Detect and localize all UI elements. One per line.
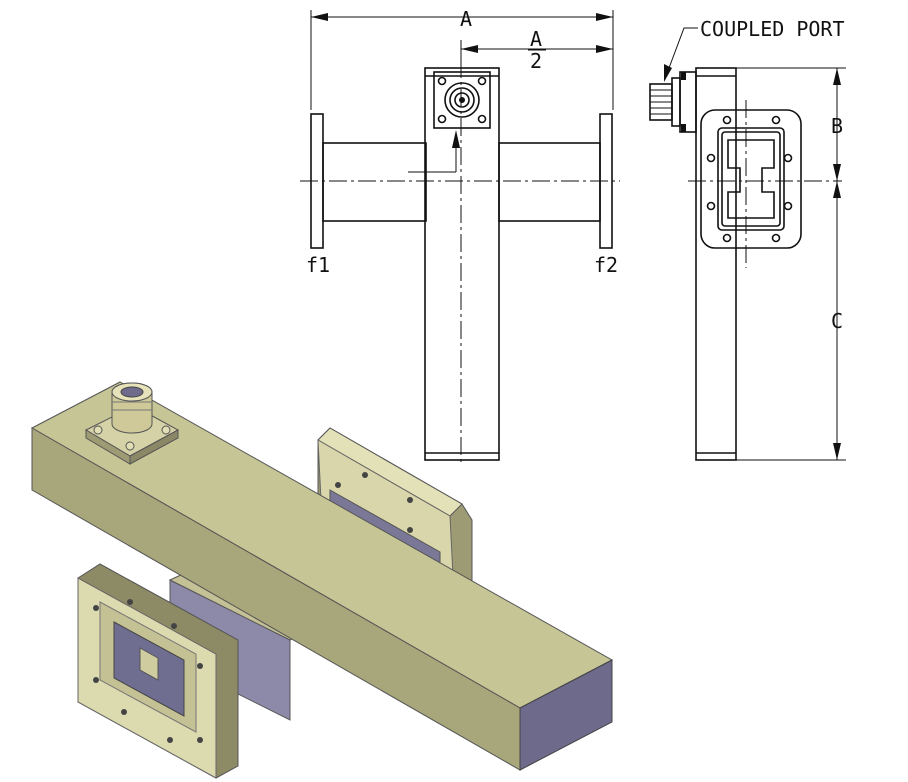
- side-main-body: [695, 67, 737, 461]
- dimension-a: A: [310, 7, 614, 110]
- dimension-a-half-denominator: 2: [530, 49, 542, 73]
- coupled-port-label: COUPLED PORT: [700, 17, 845, 41]
- side-view: B C COUPLED PORT: [649, 17, 846, 461]
- dimension-a-half: A 2: [460, 27, 613, 73]
- iso-main-body: [30, 381, 614, 771]
- side-flange: [700, 109, 802, 249]
- front-connector-flange: [433, 71, 491, 129]
- dimension-b: B: [831, 68, 843, 181]
- dimension-a-half-numerator: A: [530, 27, 542, 51]
- front-main-body: [424, 67, 500, 461]
- front-view: A A 2: [300, 7, 620, 465]
- dimension-b-label: B: [831, 114, 843, 138]
- iso-front-flange: [77, 563, 239, 779]
- dimension-c-label: C: [831, 309, 843, 333]
- coupling-arrow: [408, 130, 460, 173]
- port-f2-label: f2: [594, 253, 618, 277]
- side-connector: [649, 71, 697, 133]
- coupled-port-callout: COUPLED PORT: [664, 17, 845, 82]
- port-f1-label: f1: [306, 253, 330, 277]
- dimension-c: C: [831, 181, 843, 460]
- iso-connector: [84, 382, 180, 465]
- dimension-a-label: A: [460, 7, 472, 31]
- isometric-view: [30, 381, 614, 779]
